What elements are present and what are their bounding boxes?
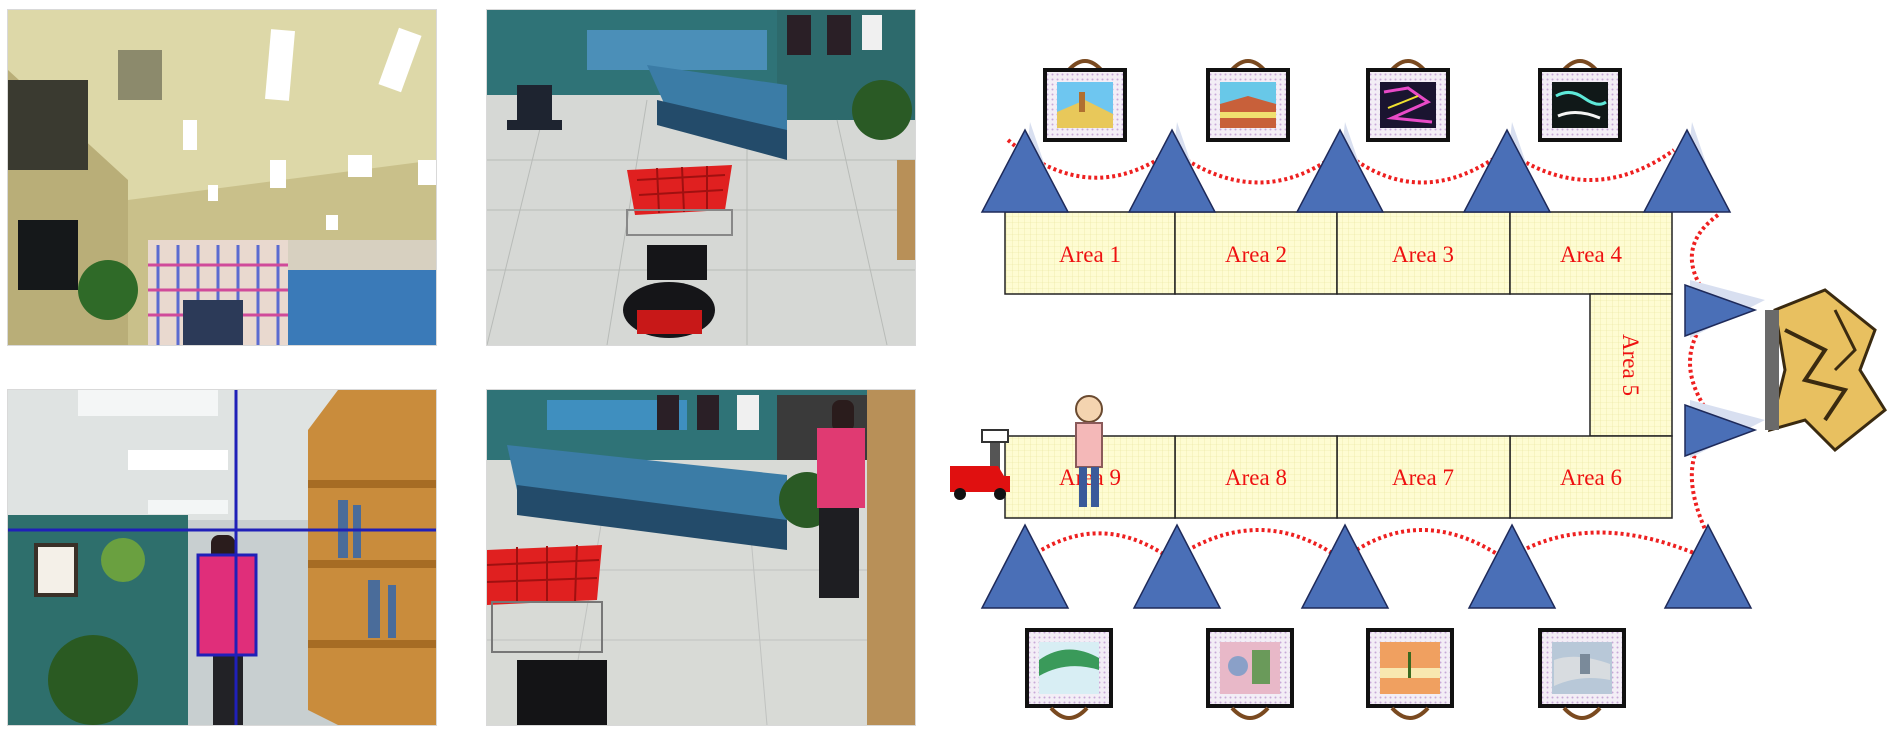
office-ceiling-view: [8, 10, 436, 345]
person-tracking-view: [8, 390, 436, 725]
painting-icon: [1025, 628, 1113, 720]
painting-icon: [1538, 628, 1626, 720]
area-5: Area 5: [1589, 293, 1673, 437]
pillar-icon: [1642, 122, 1732, 213]
pillar-icon: [1127, 122, 1217, 213]
area-7: Area 7: [1336, 435, 1511, 519]
painting-icon: [1043, 59, 1127, 142]
painting-icon: [1206, 628, 1294, 720]
area-7-label: Area 7: [1392, 465, 1454, 490]
pillar-icon: [1684, 400, 1765, 458]
pillars: [980, 122, 1765, 609]
area-4-label: Area 4: [1560, 242, 1622, 267]
pillar-icon: [1300, 523, 1390, 609]
area-6-label: Area 6: [1560, 465, 1622, 490]
painting-icon: [1206, 59, 1290, 142]
painting-icon: [1366, 628, 1454, 720]
robot-icon: [950, 429, 1010, 500]
pillar-icon: [1467, 523, 1557, 609]
area-8-label: Area 8: [1225, 465, 1287, 490]
area-1-label: Area 1: [1059, 242, 1121, 267]
person-icon: [1075, 395, 1103, 507]
pillar-icon: [1663, 523, 1753, 609]
gallery-map: Area 1 Area 2 Area 3 Area 4 Area 5 Area …: [940, 0, 1892, 737]
area-2: Area 2: [1174, 211, 1338, 295]
pillar-icon: [1295, 122, 1385, 213]
area-4: Area 4: [1509, 211, 1673, 295]
area-1: Area 1: [1004, 211, 1176, 295]
painting-icon: [1366, 59, 1450, 142]
area-3-label: Area 3: [1392, 242, 1454, 267]
pillar-icon: [980, 523, 1070, 609]
area-5-label: Area 5: [1618, 334, 1643, 396]
pillar-icon: [980, 122, 1070, 213]
sculpture-icon: [1765, 288, 1887, 453]
pillar-icon: [1684, 280, 1765, 338]
robot-cart-lobby-view: [487, 10, 915, 345]
painting-icon: [1538, 59, 1622, 142]
pillar-icon: [1132, 523, 1222, 609]
area-grid: Area 1 Area 2 Area 3 Area 4 Area 5 Area …: [1004, 211, 1673, 519]
area-2-label: Area 2: [1225, 242, 1287, 267]
area-8: Area 8: [1174, 435, 1338, 519]
robot-following-person-view: [487, 390, 915, 725]
paintings-bottom: [1025, 628, 1626, 720]
paintings-top: [1043, 59, 1622, 142]
pillar-icon: [1462, 122, 1552, 213]
area-9-label: Area 9: [1059, 465, 1121, 490]
area-3: Area 3: [1336, 211, 1511, 295]
area-6: Area 6: [1509, 435, 1673, 519]
